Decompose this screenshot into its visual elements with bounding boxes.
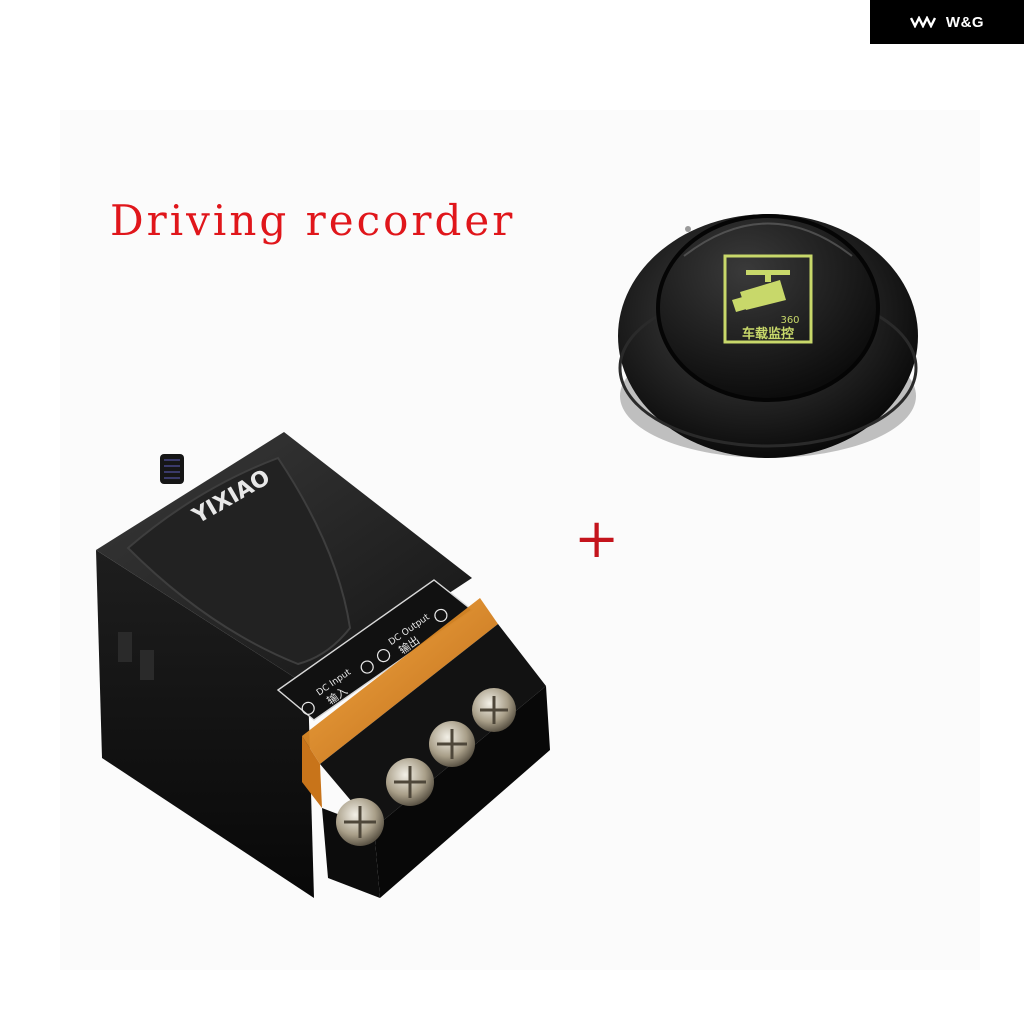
camera-icon [732,270,790,312]
brand-wave-icon [909,16,936,28]
antenna-spring [160,454,184,484]
badge-number: 360 [780,315,799,326]
terminal-cover [302,598,498,764]
badge-label: 车载监控 [742,326,794,342]
plus-sign: + [574,507,620,570]
terminal-screw [429,721,475,767]
indicator-led [685,226,691,232]
terminal-screw [386,758,434,806]
relay-receiver: YIXIAO DC Input 输入 DC Output 输出 [96,432,550,898]
side-vent [140,650,154,680]
housing-raised-panel [126,456,352,666]
side-vent [118,632,132,662]
product-title: Driving recorder [110,196,516,245]
terminal-block [320,624,546,828]
remote-button-cap [656,214,880,402]
terminal-screw [472,688,516,732]
terminal-symbol-icon [376,648,391,663]
remote-button: 360 车载监控 [618,214,918,458]
terminal-cover-edge [302,736,322,808]
housing-left-side [96,550,314,898]
brand-logo-text: W&G [945,13,985,31]
terminal-screw [336,798,384,846]
terminal-symbol-icon [434,608,448,623]
terminal-symbol-icon [301,701,315,715]
brand-badge: W&G [870,0,1024,44]
terminal-symbol-icon [360,660,374,674]
camera-badge: 360 车载监控 [723,254,813,344]
